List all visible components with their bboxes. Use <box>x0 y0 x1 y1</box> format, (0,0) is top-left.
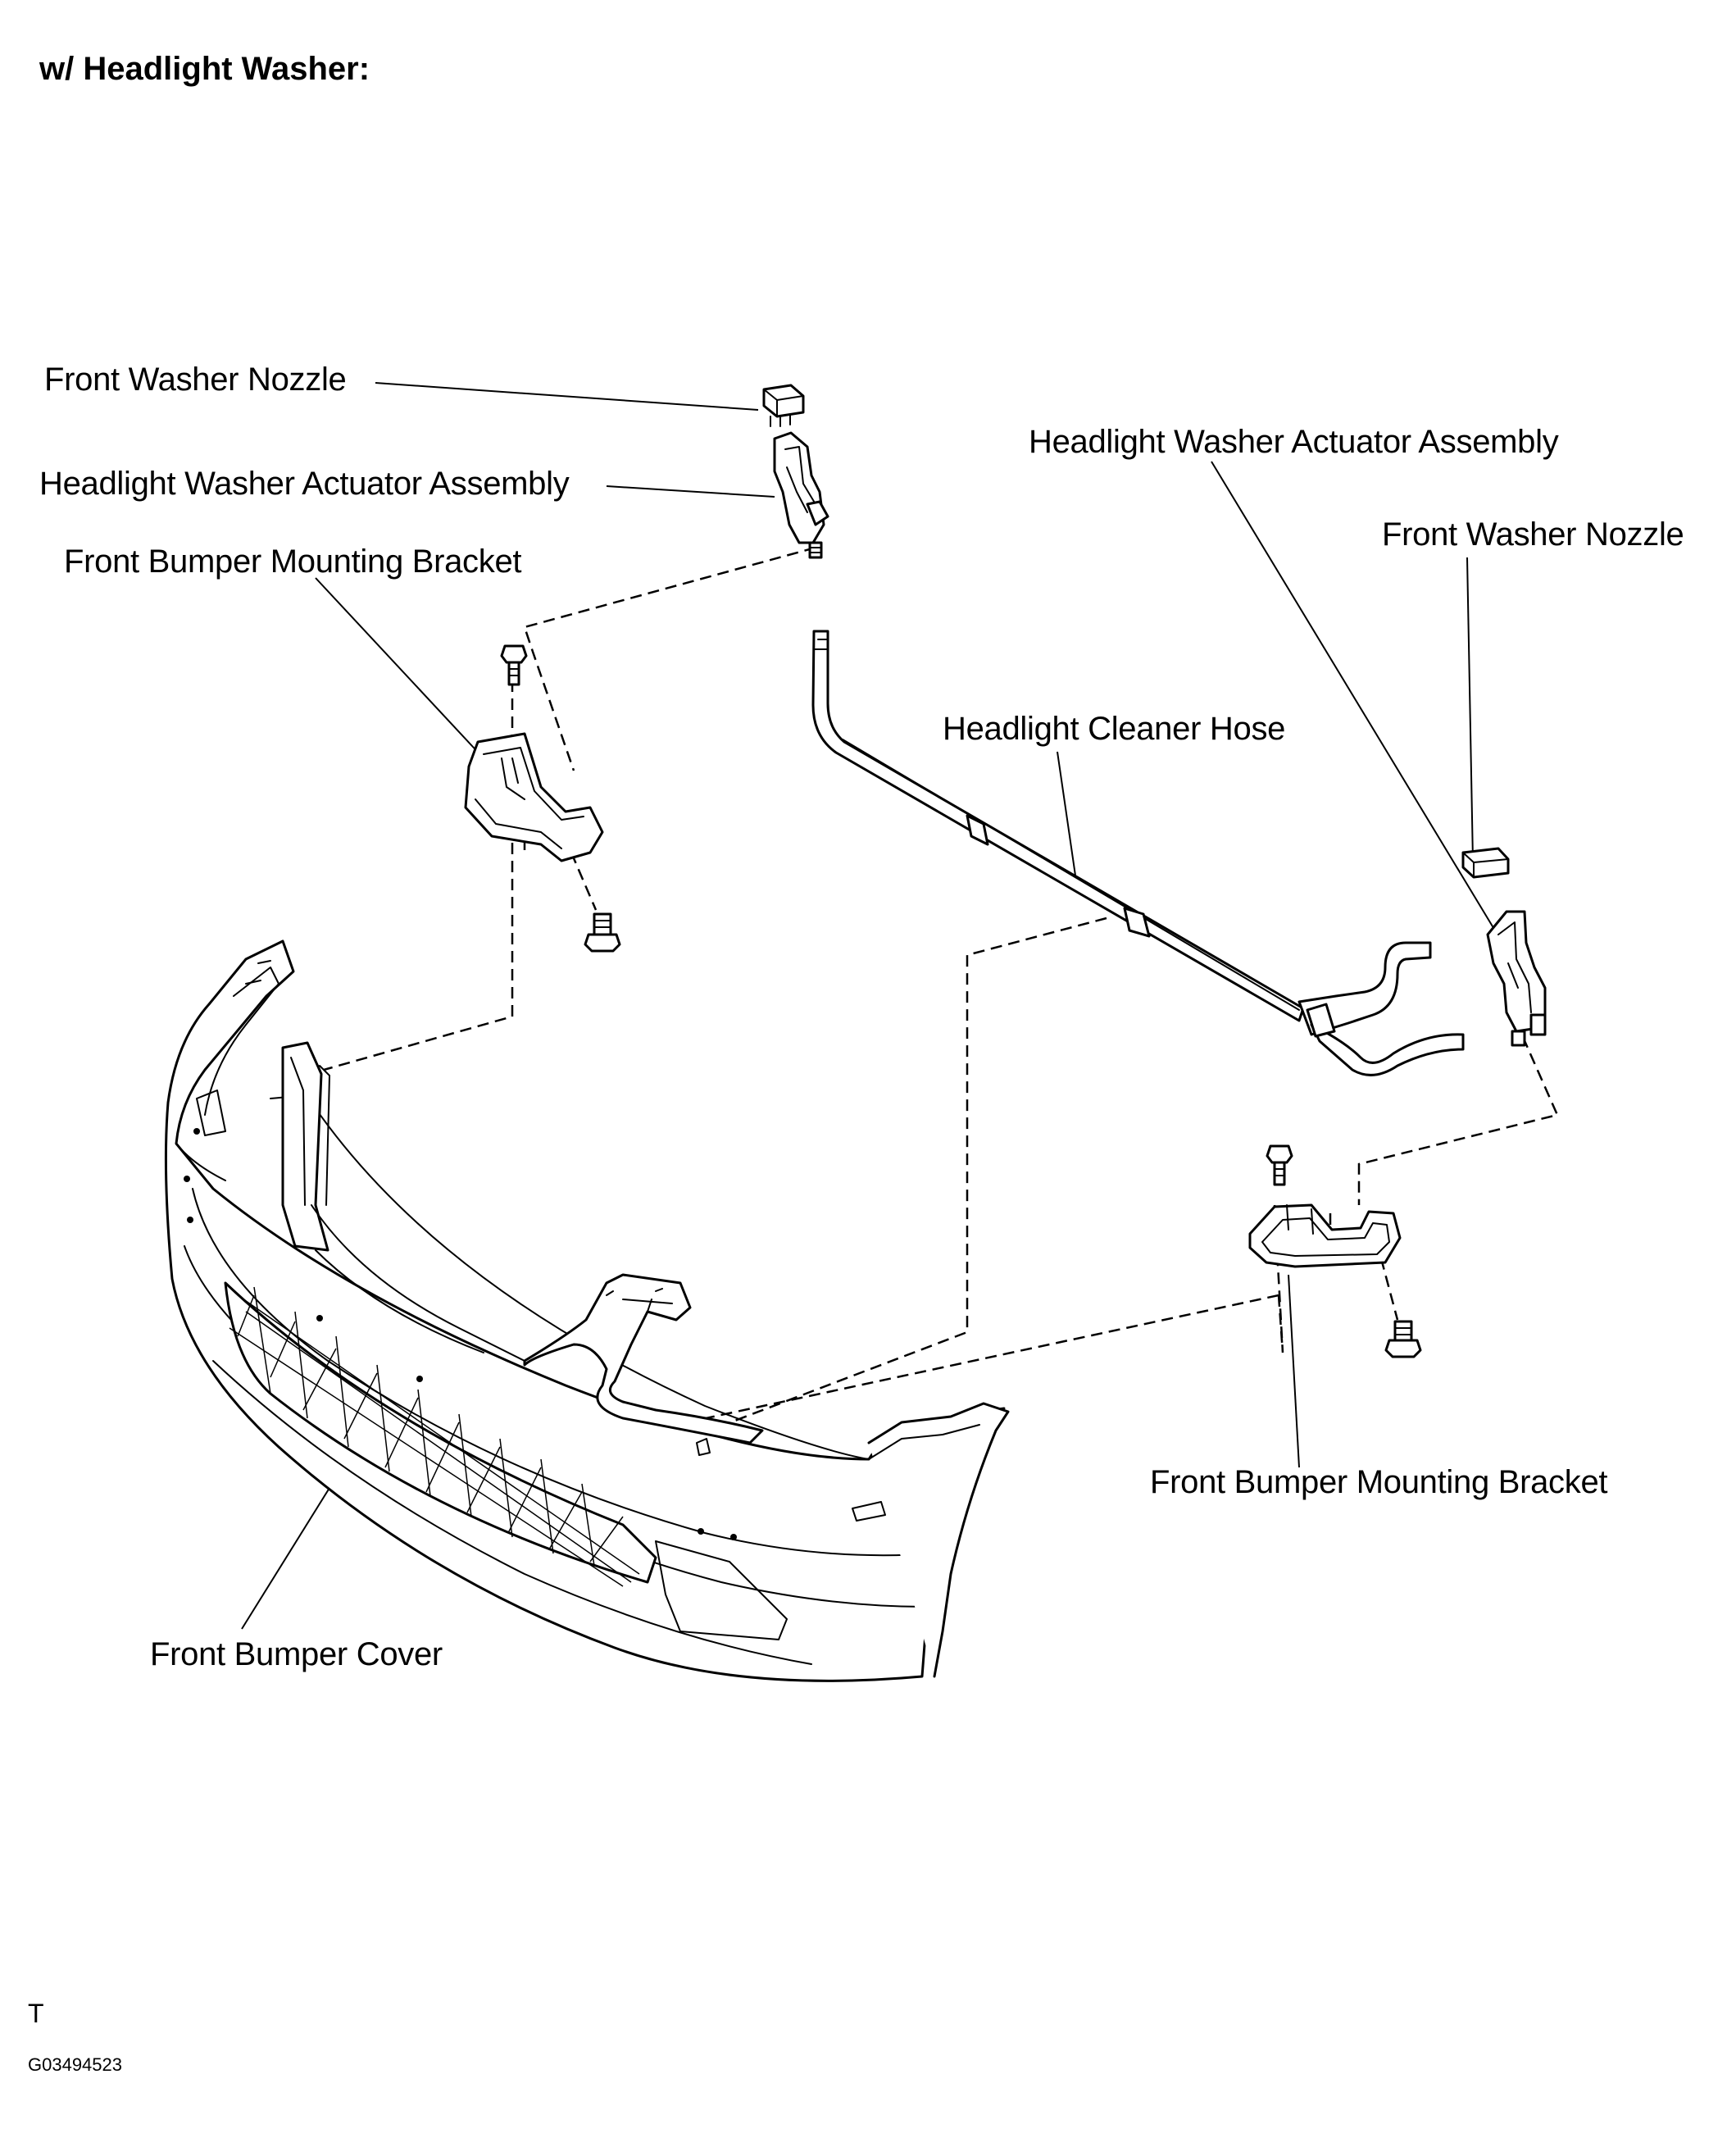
bolt-icon <box>1384 1320 1422 1358</box>
leader-bracket-left <box>315 577 484 759</box>
label-front-washer-nozzle-left: Front Washer Nozzle <box>44 362 347 398</box>
grille-mesh <box>229 1286 640 1587</box>
label-front-washer-nozzle-right: Front Washer Nozzle <box>1382 516 1684 553</box>
leader-actuator-right <box>1211 461 1498 935</box>
label-mounting-bracket-left: Front Bumper Mounting Bracket <box>64 544 522 580</box>
bolt-icon <box>500 644 528 686</box>
mounting-bracket-right <box>1248 1203 1402 1268</box>
bolt-icon <box>584 912 621 953</box>
leader-nozzle-left <box>375 382 759 411</box>
actuator-assembly-left <box>773 431 829 559</box>
front-washer-nozzle-left <box>762 384 805 427</box>
label-actuator-assembly-right: Headlight Washer Actuator Assembly <box>1029 424 1559 460</box>
leader-bracket-right <box>1288 1274 1300 1468</box>
diagram-title: w/ Headlight Washer: <box>39 51 370 87</box>
label-bumper-cover: Front Bumper Cover <box>150 1636 443 1672</box>
label-cleaner-hose: Headlight Cleaner Hose <box>943 711 1286 747</box>
headlight-cleaner-hose <box>811 630 1465 1076</box>
footer-letter: T <box>28 1999 44 2028</box>
label-actuator-assembly-left: Headlight Washer Actuator Assembly <box>39 466 570 502</box>
actuator-assembly-right <box>1486 910 1547 1047</box>
leader-lines <box>241 382 1498 1630</box>
leader-actuator-left <box>606 485 775 498</box>
front-washer-nozzle-right <box>1461 847 1510 879</box>
mounting-bracket-left <box>464 732 604 862</box>
bolt-icon <box>1266 1144 1293 1186</box>
figure-code: G03494523 <box>28 2054 122 2075</box>
leader-nozzle-right <box>1466 557 1474 862</box>
leader-hose <box>1057 751 1076 876</box>
front-bumper-cover <box>164 939 1010 1682</box>
label-mounting-bracket-right: Front Bumper Mounting Bracket <box>1150 1464 1608 1500</box>
